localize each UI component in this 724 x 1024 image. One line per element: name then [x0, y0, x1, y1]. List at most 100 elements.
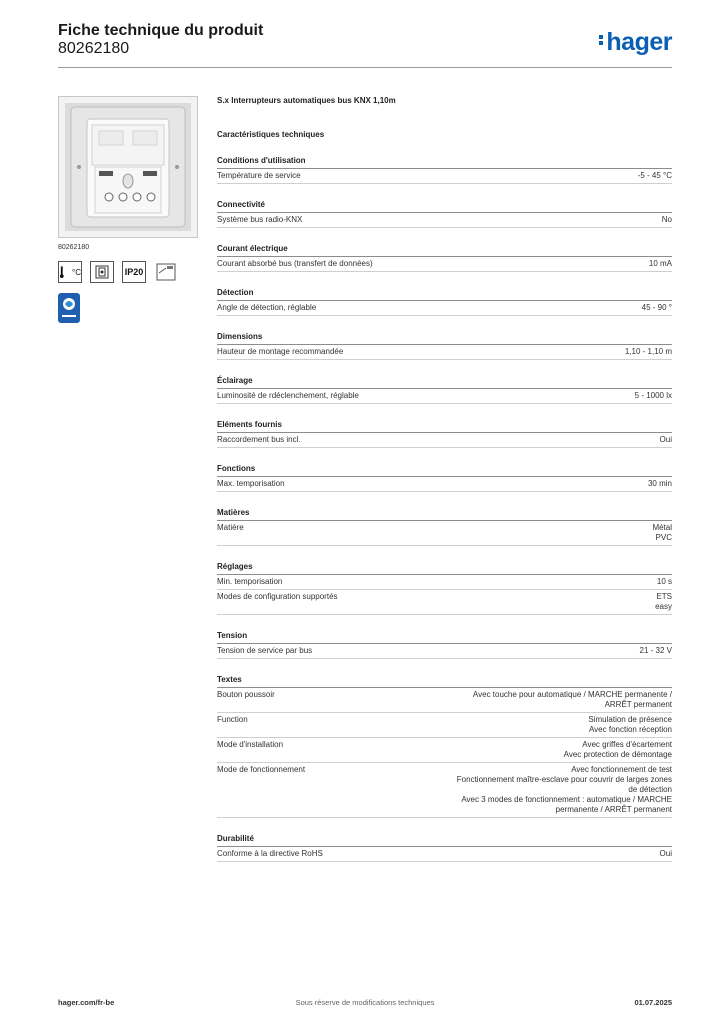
spec-row: Max. temporisation 30 min: [217, 477, 672, 492]
spec-label: Modes de configuration supportés: [217, 592, 338, 601]
spec-label: Courant absorbé bus (transfert de donnée…: [217, 259, 373, 268]
spec-label: Raccordement bus incl.: [217, 435, 301, 444]
spec-row: Angle de détection, réglable 45 - 90 °: [217, 301, 672, 316]
ip-rating-icon: IP20: [122, 261, 146, 283]
spec-value: 10 mA: [649, 259, 672, 269]
eco-passport-icon: [58, 293, 80, 323]
property-icons: °C IP20: [58, 261, 198, 283]
specifications-column: S.x Interrupteurs automatiques bus KNX 1…: [217, 96, 672, 862]
spec-label: Bouton poussoir: [217, 690, 275, 699]
spec-value: Oui: [660, 849, 672, 859]
spec-value: 1,10 - 1,10 m: [625, 347, 672, 357]
spec-value-line: Avec 3 modes de fonctionnement : automat…: [461, 795, 672, 804]
spec-value-line: ARRÊT permanent: [604, 700, 672, 709]
spec-label: Max. temporisation: [217, 479, 285, 488]
spec-label: Min. temporisation: [217, 577, 283, 586]
spec-label: Luminosité de rdéclenchement, réglable: [217, 391, 359, 400]
spec-value: No: [662, 215, 672, 225]
spec-value-line: 45 - 90 °: [641, 303, 672, 312]
spec-value: -5 - 45 °C: [638, 171, 672, 181]
spec-row: Système bus radio-KNX No: [217, 213, 672, 228]
spec-row: Min. temporisation 10 s: [217, 575, 672, 590]
spec-value: 21 - 32 V: [640, 646, 672, 656]
document-number: 80262180: [58, 40, 130, 57]
spec-value-line: de détection: [628, 785, 672, 794]
spec-section-title: Matières: [217, 508, 672, 521]
spec-value-line: Avec fonctionnement de test: [571, 765, 672, 774]
product-visual-column: 80262180 °C IP20: [58, 96, 198, 323]
spec-section-title: Réglages: [217, 562, 672, 575]
spec-value-line: easy: [655, 602, 672, 611]
spec-row: Tension de service par bus 21 - 32 V: [217, 644, 672, 659]
logo-dots-icon: [599, 33, 604, 47]
spec-value: Avec touche pour automatique / MARCHE pe…: [473, 690, 672, 710]
spec-value-line: 30 min: [647, 479, 672, 488]
spec-value-line: Simulation de présence: [588, 715, 672, 724]
footer-date: 01.07.2025: [634, 998, 672, 1007]
spec-section-title: Tension: [217, 631, 672, 644]
temperature-icon: °C: [58, 261, 82, 283]
spec-row: Courant absorbé bus (transfert de donnée…: [217, 257, 672, 272]
product-image-caption: 80262180: [58, 244, 90, 251]
product-image: [58, 96, 198, 238]
spec-value-line: Avec griffes d'écartement: [582, 740, 672, 749]
spec-value-line: No: [661, 215, 672, 224]
spec-value: 45 - 90 °: [642, 303, 672, 313]
footer-disclaimer: Sous réserve de modifications techniques: [295, 998, 435, 1007]
document-title: Fiche technique du produit: [58, 22, 264, 39]
spec-value: 10 s: [657, 577, 672, 587]
spec-value-line: Métal: [652, 523, 672, 532]
spec-label: Angle de détection, réglable: [217, 303, 317, 312]
spec-row: Mode de fonctionnement Avec fonctionnemen…: [217, 763, 672, 818]
spec-value-line: 5 - 1000 lx: [634, 391, 672, 400]
footer-website: hager.com/fr-be: [58, 998, 115, 1007]
hager-logo: hager: [599, 28, 672, 57]
spec-value-line: Avec fonction réception: [588, 725, 672, 734]
spec-row: Luminosité de rdéclenchement, réglable 5 …: [217, 389, 672, 404]
spec-label: Mode d'installation: [217, 740, 284, 749]
spec-value: 30 min: [648, 479, 672, 489]
spec-section-title: Durabilité: [217, 834, 672, 847]
spec-value-line: -5 - 45 °C: [637, 171, 672, 180]
product-name: S.x Interrupteurs automatiques bus KNX 1…: [217, 96, 396, 105]
spec-row: Bouton poussoir Avec touche pour automati…: [217, 688, 672, 713]
spec-label: Tension de service par bus: [217, 646, 313, 655]
logo-text: hager: [606, 28, 672, 56]
spec-value-line: 10 s: [656, 577, 672, 586]
spec-label: Température de service: [217, 171, 301, 180]
spec-section-title: Détection: [217, 288, 672, 301]
header-divider: [58, 67, 672, 68]
spec-section-title: Fonctions: [217, 464, 672, 477]
spec-value-line: PVC: [655, 533, 672, 542]
spec-value: 5 - 1000 lx: [635, 391, 672, 401]
spec-value: Oui: [660, 435, 672, 445]
page-header: Fiche technique du produit 80262180 hage…: [58, 22, 672, 66]
spec-label: Système bus radio-KNX: [217, 215, 303, 224]
device-icon: [90, 261, 114, 283]
spec-value-line: Avec touche pour automatique / MARCHE pe…: [472, 690, 672, 699]
spec-section-title: Connectivité: [217, 200, 672, 213]
spec-section-title: Conditions d'utilisation: [217, 156, 672, 169]
spec-label: Mode de fonctionnement: [217, 765, 306, 774]
spec-value-line: Fonctionnement maître-esclave pour couvr…: [456, 775, 672, 784]
